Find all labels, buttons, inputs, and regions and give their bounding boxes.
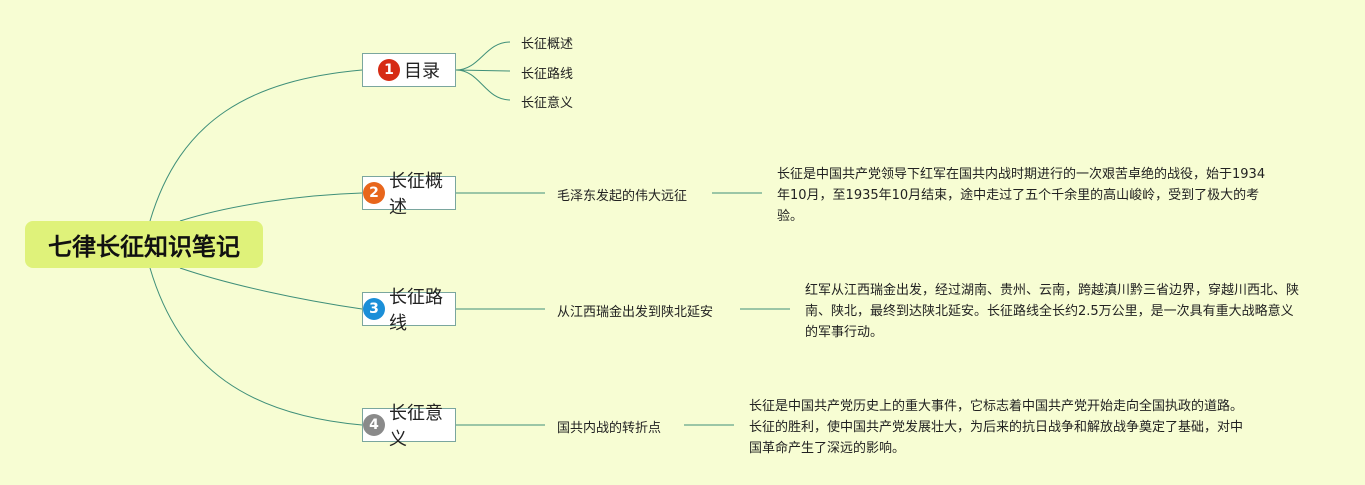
detail-significance[interactable]: 长征是中国共产党历史上的重大事件，它标志着中国共产党开始走向全国执政的道路。长征… [749,399,1244,456]
summary-route[interactable]: 从江西瑞金出发到陕北延安 [557,305,714,320]
connector-root-branch-3 [179,267,363,310]
number-badge: 3 [363,298,385,320]
branch-node-toc[interactable]: 1 目录 [362,53,456,87]
number-badge: 4 [363,414,385,436]
connector-toc-2 [455,69,511,72]
toc-item-significance[interactable]: 长征意义 [521,96,574,111]
branch-label: 目录 [404,61,440,82]
root-node[interactable]: 七律长征知识笔记 [25,221,263,268]
branch-label: 长征意义 [389,403,443,450]
connector-root-branch-2 [179,192,363,222]
connector-toc-1 [455,41,511,71]
toc-item-route[interactable]: 长征路线 [521,67,574,82]
connector-toc-3 [455,69,511,101]
detail-overview[interactable]: 长征是中国共产党领导下红军在国共内战时期进行的一次艰苦卓绝的战役，始于1934年… [777,167,1266,224]
branch-label: 长征概述 [389,171,443,218]
number-badge: 2 [363,182,385,204]
branch-label: 长征路线 [389,287,443,334]
detail-route[interactable]: 红军从江西瑞金出发，经过湖南、贵州、云南，跨越滇川黔三省边界，穿越川西北、陕南、… [805,283,1300,340]
number-badge: 1 [378,59,400,81]
summary-significance[interactable]: 国共内战的转折点 [557,421,662,436]
connector-root-branch-1 [149,69,363,222]
toc-item-overview[interactable]: 长征概述 [521,37,574,52]
summary-overview[interactable]: 毛泽东发起的伟大远征 [557,189,688,204]
branch-node-overview[interactable]: 2 长征概述 [362,171,456,218]
branch-node-route[interactable]: 3 长征路线 [362,287,456,334]
branch-node-significance[interactable]: 4 长征意义 [362,403,456,450]
connector-root-branch-4 [149,267,363,426]
root-title: 七律长征知识笔记 [48,233,240,261]
